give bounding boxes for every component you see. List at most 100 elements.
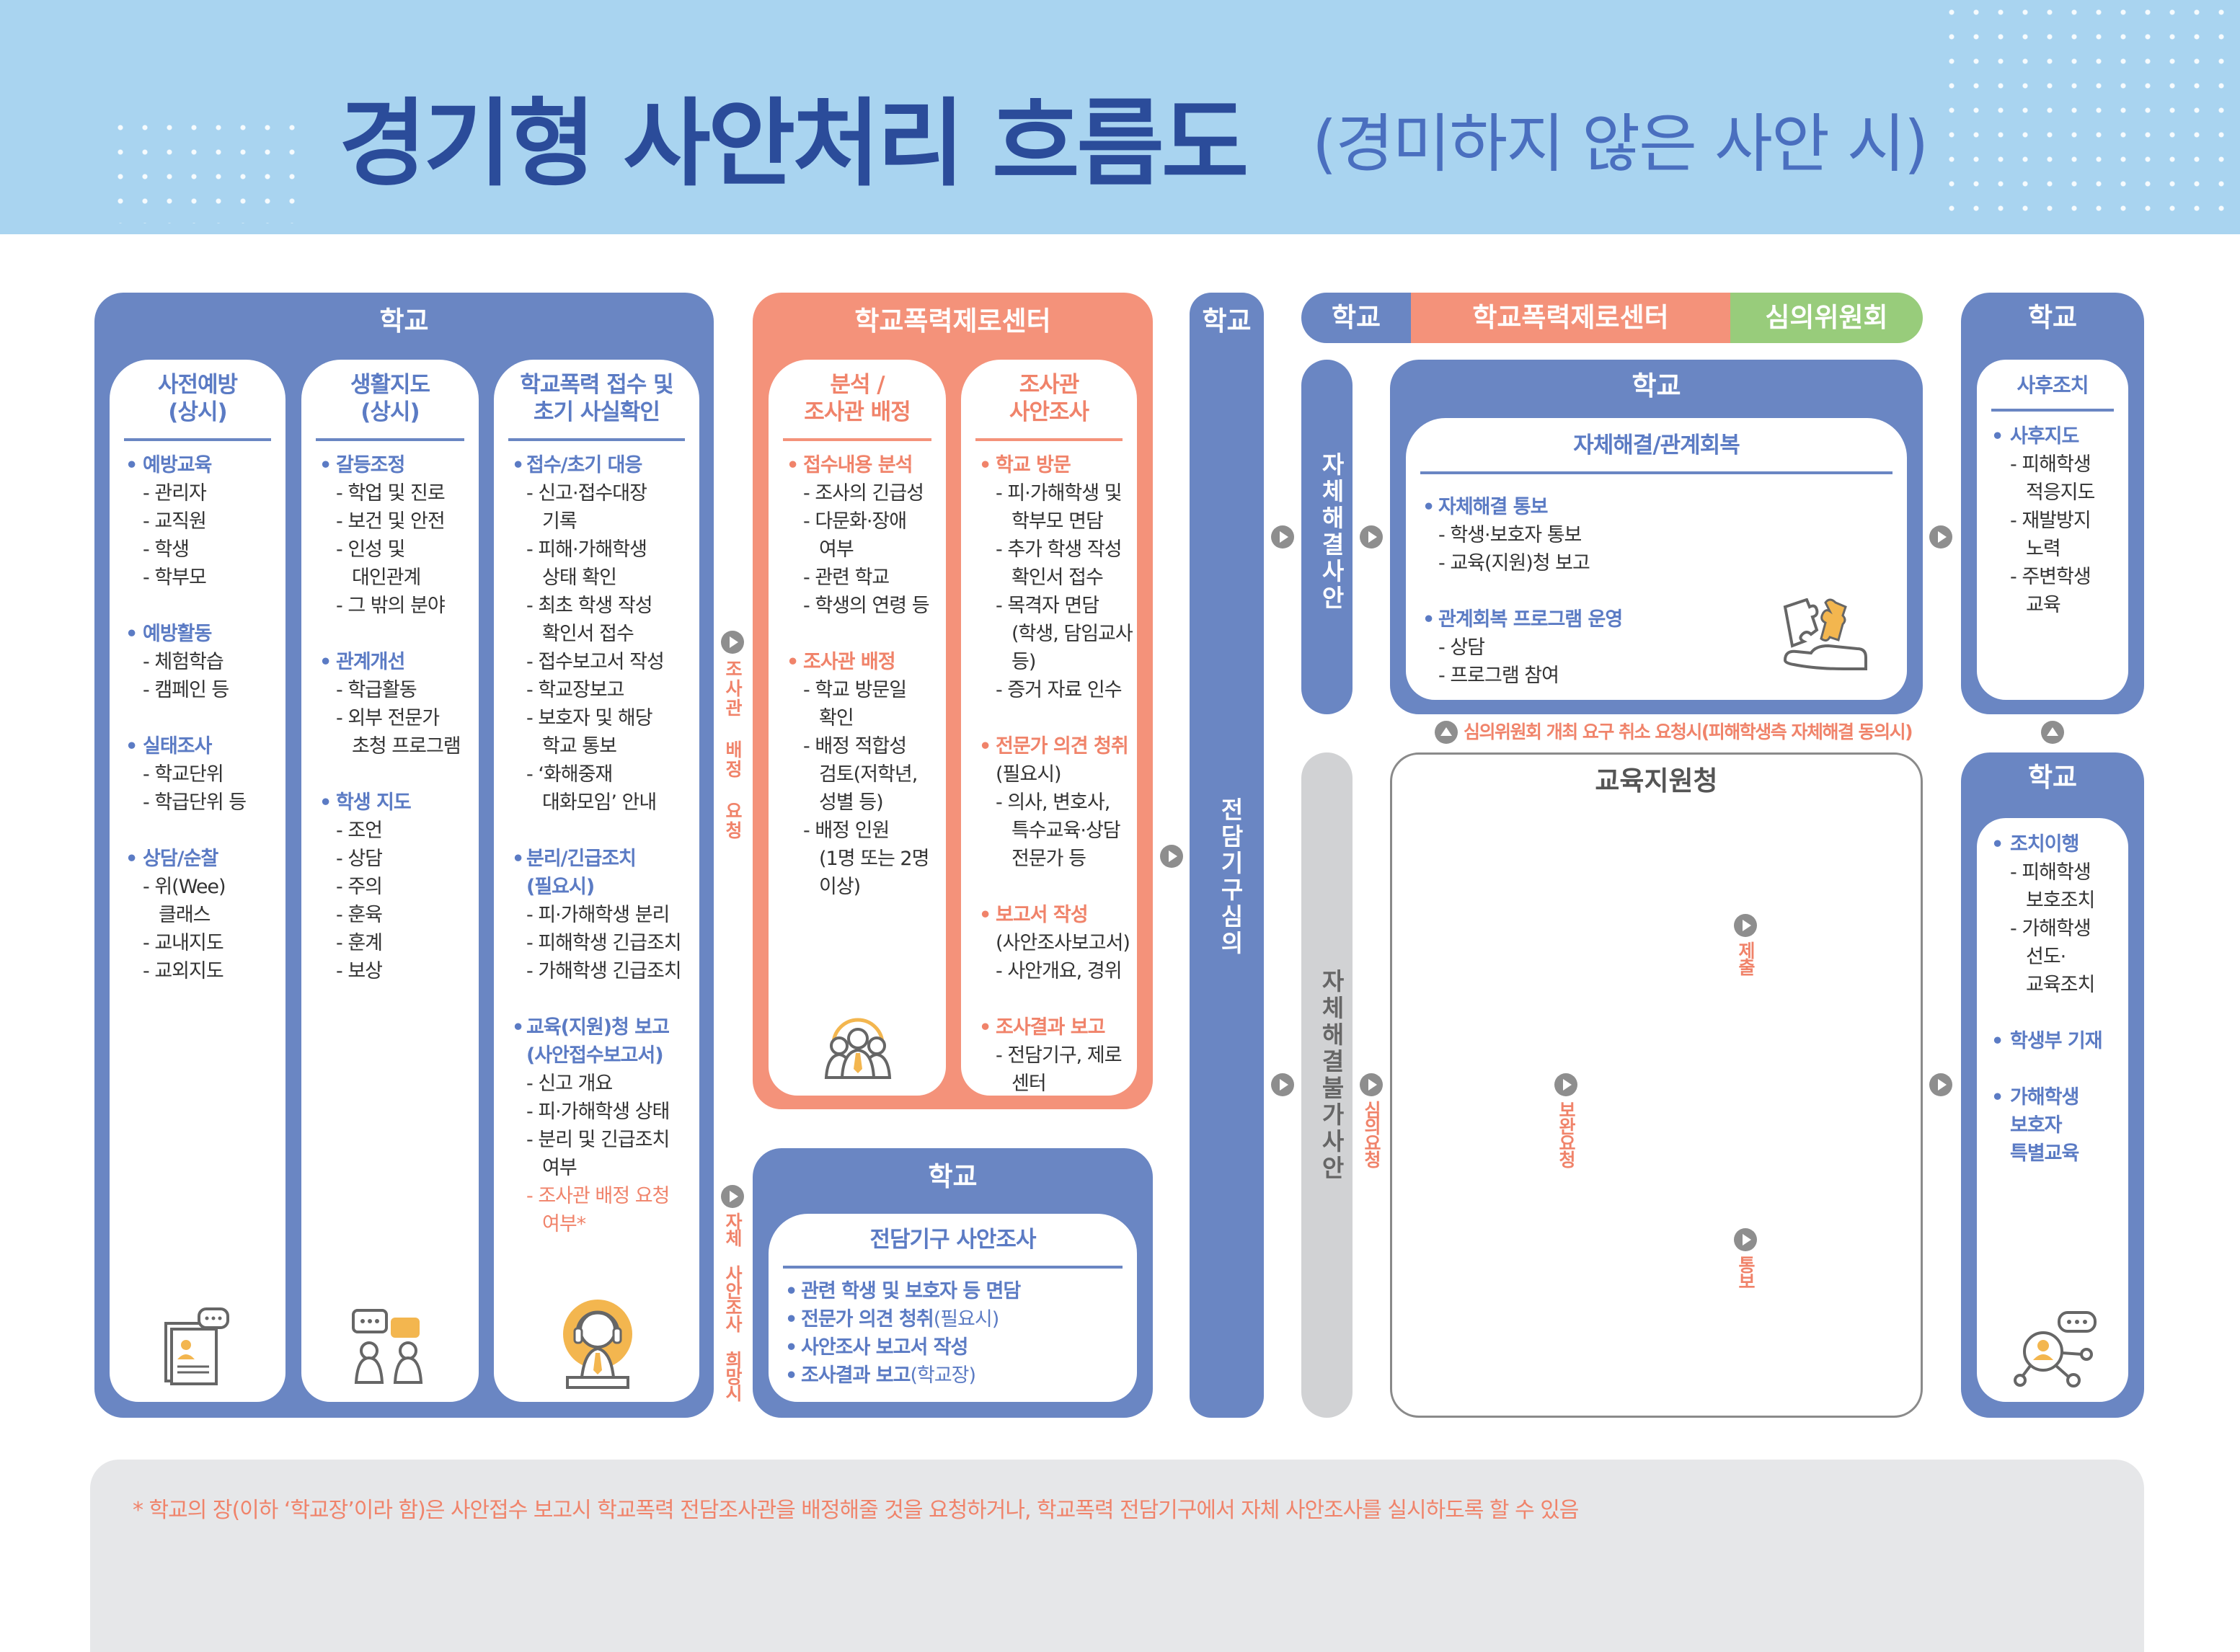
- list-heading: •예방교육: [110, 451, 281, 479]
- list-heading: •학생부 기재: [1977, 1027, 2124, 1055]
- header-banner: [0, 0, 2240, 234]
- bullet-icon: •: [512, 454, 524, 476]
- bullet-icon: •: [1991, 1030, 2004, 1052]
- bullet-icon: •: [1422, 1025, 1434, 1047]
- bullet-list: •조사결과 확인: [1767, 1197, 1903, 1282]
- list-item: - 배정 인원 (1명 또는 2명 이상): [803, 820, 929, 898]
- list-item: - 학급활동: [336, 679, 417, 701]
- list-item: - 학생: [143, 538, 190, 561]
- list-item: - 사안개요, 경위: [996, 960, 1123, 982]
- headset-operator-icon: [563, 1300, 632, 1389]
- bullet-list: • 학교 방문 - 피·가해학생 및 학부모 면담- 추가 학생 작성 확인서 접수…: [961, 451, 1133, 1126]
- bullet-icon: •: [319, 454, 332, 476]
- list-item: - 증거 자료 인수: [996, 679, 1123, 701]
- bullet-icon: •: [1422, 496, 1435, 518]
- list-heading: •관계회복 프로그램 운영: [1406, 605, 1903, 634]
- list-item: - 피·가해학생 및 학부모 면담: [996, 482, 1123, 533]
- bullet-icon: •: [125, 735, 138, 758]
- list-item: - 학급단위 등: [143, 791, 247, 814]
- list-heading: •사례회의 개최: [1585, 881, 1723, 938]
- list-heading-text: 조사결과 확인: [1799, 1200, 1869, 1251]
- list-heading-text: 교육(지원)청 보고 (사안접수보고서): [526, 1016, 670, 1067]
- arrow-right-icon: [1554, 1073, 1577, 1096]
- list-heading: •조치이행: [1977, 830, 2124, 858]
- list-group: •실태조사- 학교단위- 학급단위 등: [110, 732, 281, 817]
- list-item: - 외부 전문가 초청 프로그램: [336, 707, 461, 758]
- list-group: •보완사항 확인- 피·가해 사실- 증거 자료 등: [1406, 1022, 1543, 1191]
- list-item: - 피해학생 긴급조치: [526, 932, 682, 954]
- list-item: - 추가 학생 작성 확인서 접수: [996, 538, 1123, 589]
- list-heading-text: 사후지도: [2010, 425, 2079, 448]
- list-heading: •보완사항 확인: [1406, 1022, 1543, 1078]
- card-committee-decision: 심의위원회 •심의위개최- 조치결정: [1767, 811, 1907, 1088]
- list-item: - 인성 및 대인관계: [336, 538, 421, 589]
- list-heading: •자체해결 통보: [1406, 493, 1903, 521]
- list-group: •접수/초기 대응- 신고·접수대장 기록- 피해·가해학생 상태 확인- 최초…: [494, 451, 695, 817]
- list-item: - ‘화해중재 대화모임’ 안내: [526, 763, 657, 814]
- card-self-resolution: 자체해결/관계회복 •자체해결 통보- 학생·보호자 통보- 교육(지원)청 보…: [1406, 418, 1907, 700]
- list-heading: •관계개선: [301, 648, 474, 676]
- list-item: - 보호자 및 해당 학교 통보: [526, 707, 653, 758]
- list-group: •조사결과 보고- 전담기구, 제로 센터: [961, 1013, 1133, 1098]
- list-heading: •학생 지도: [301, 789, 474, 817]
- list-item: - 조언: [336, 820, 383, 842]
- list-heading: •관련 학생 및 보호자 등 면담: [769, 1277, 1133, 1305]
- divider: [975, 438, 1123, 441]
- list-heading-text: 관계개선: [336, 651, 405, 673]
- zero-center-title: 학교폭력제로센터: [854, 306, 1051, 337]
- list-item: - 피·가해 사실: [1438, 1081, 1508, 1132]
- list-item: - 위(Wee) 클래스: [143, 876, 226, 926]
- card-title: 심의위원회: [1427, 830, 1527, 856]
- list-heading-text: 관계회복 프로그램 운영: [1438, 608, 1623, 631]
- bullet-list: •관련 학생 및 보호자 등 면담•전문가 의견 청취(필요시)•사안조사 보고…: [769, 1277, 1133, 1390]
- list-item: - 학교 방문일 확인: [803, 679, 907, 729]
- list-heading-text: 학생 지도: [336, 791, 412, 814]
- list-heading: •접수: [1406, 881, 1543, 910]
- list-item: - 전담기구, 제로 센터: [996, 1044, 1123, 1095]
- list-group: •학교 방문- 피·가해학생 및 학부모 면담- 추가 학생 작성 확인서 접수…: [961, 451, 1133, 704]
- bullet-icon: •: [979, 735, 991, 758]
- list-item: - 주변학생 교육: [2010, 566, 2091, 616]
- education-office-box: 교육지원청: [1390, 752, 1923, 1418]
- list-heading-text: 접수/초기 대응: [526, 454, 642, 476]
- legend-zero-center: 학교폭력제로센터: [1411, 293, 1730, 343]
- bullet-list: •접수/초기 대응- 신고·접수대장 기록- 피해·가해학생 상태 확인- 최초…: [494, 451, 695, 1266]
- list-heading: •조사결과 보고: [961, 1013, 1133, 1042]
- arrow-right-icon: [1360, 1073, 1383, 1096]
- bullet-icon: •: [1422, 608, 1435, 631]
- list-heading: •갈등조정: [301, 451, 474, 479]
- bullet-icon: •: [1991, 1086, 2004, 1109]
- measure-execution-title: 학교: [2027, 762, 2078, 793]
- bullet-icon: •: [1783, 1200, 1795, 1222]
- dot-pattern: [1939, 0, 2228, 216]
- list-item: - 주의: [336, 876, 383, 898]
- list-item: - 가해학생 긴급조치: [526, 960, 682, 982]
- list-group: •가해학생 보호자 특별교육: [1977, 1083, 2124, 1168]
- bullet-icon: •: [125, 623, 138, 645]
- bullet-icon: •: [125, 454, 138, 476]
- bullet-list: •갈등조정- 학업 및 진로- 보건 및 안전- 인성 및 대인관계- 그 밖의…: [301, 451, 474, 1013]
- network-person-icon: [2014, 1311, 2097, 1387]
- list-item: - 재발방지 노력: [2010, 510, 2091, 560]
- list-item: - 조사+결과 검증: [1618, 941, 1714, 991]
- list-group: •전문가 의견 청취(필요시)- 의사, 변호사, 특수교육·상담 전문가 등: [961, 732, 1133, 873]
- list-item: - 의사, 변호사, 특수교육·상담 전문가 등: [996, 791, 1121, 870]
- list-item: - 분리 및 긴급조치 여부: [526, 1129, 670, 1179]
- list-heading-text: 전문가 의견 청취: [801, 1308, 934, 1331]
- list-heading-text: 조사관 배정: [803, 651, 896, 673]
- legend-committee: 심의위원회: [1730, 293, 1923, 343]
- list-item: - 캠페인 등: [143, 679, 229, 701]
- arrow-label-notify: 통보: [1735, 1256, 1756, 1289]
- card-zero-center-review: 제로센터 •사례회의 개최- 조사+결과 검증•보완조사(필요시): [1585, 811, 1727, 1402]
- list-group: •자체해결 통보- 학생·보호자 통보- 교육(지원)청 보고: [1406, 493, 1903, 577]
- list-group: •분리/긴급조치 (필요시)- 피·가해학생 분리- 피해학생 긴급조치- 가해…: [494, 845, 695, 985]
- list-item: - 최초 학생 작성 확인서 접수: [526, 595, 653, 645]
- card-title: 자체해결/관계회복: [1573, 432, 1740, 458]
- list-heading-text: 학교 방문: [996, 454, 1071, 476]
- list-item: - 학생의 연령 등: [803, 595, 930, 617]
- people-conversation-icon: [352, 1309, 423, 1384]
- bullet-icon: •: [979, 1016, 991, 1039]
- list-item: - 프로그램 참여: [1438, 665, 1559, 687]
- self-resolution-label: 자체해결사안: [1317, 452, 1345, 612]
- bullet-icon: •: [785, 1336, 797, 1359]
